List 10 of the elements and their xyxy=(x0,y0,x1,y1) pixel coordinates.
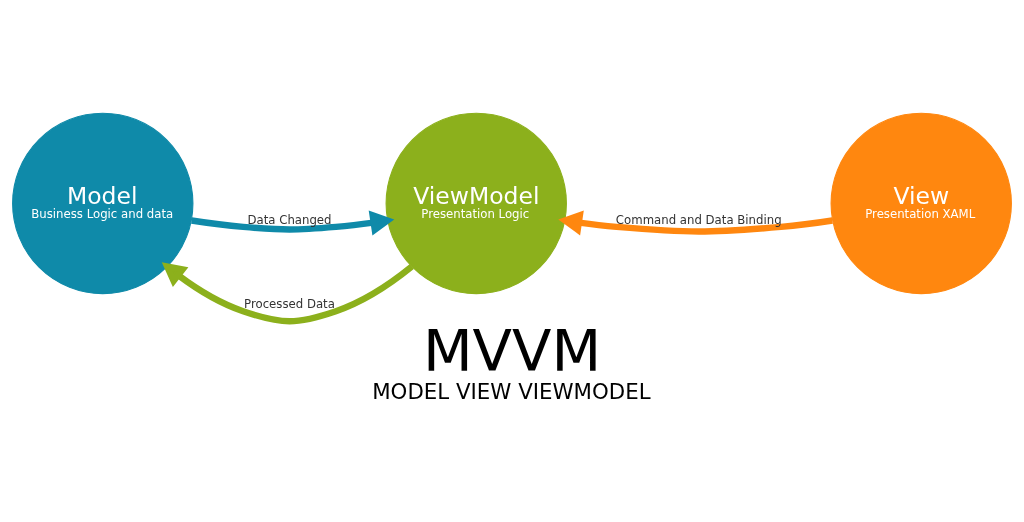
arrow xyxy=(191,210,395,236)
edge-label: Command and Data Binding xyxy=(615,212,782,227)
caption: MODEL VIEW VIEWMODEL xyxy=(372,379,651,405)
edge-label: Processed Data xyxy=(244,296,335,311)
arrow xyxy=(161,262,414,325)
node-circle: Model Business Logic and data xyxy=(12,112,194,295)
node-circle: ViewModel Presentation Logic xyxy=(385,112,567,295)
node-circle: View Presentation XAML xyxy=(830,112,1012,295)
edge-label: Data Changed xyxy=(247,212,332,227)
arrow xyxy=(558,210,833,236)
